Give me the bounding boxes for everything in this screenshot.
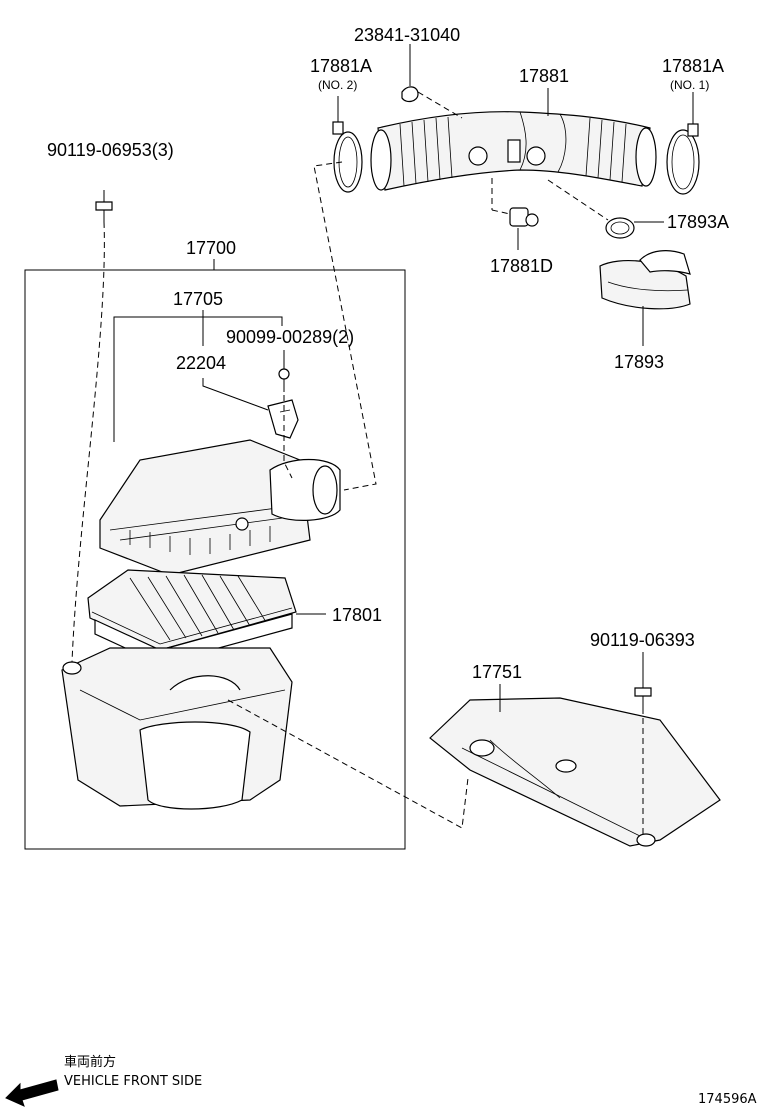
cover-17751 xyxy=(429,697,721,847)
label-17881A-no1: 17881A xyxy=(662,56,724,76)
footer-vehicle-front-side: VEHICLE FRONT SIDE xyxy=(64,1074,202,1089)
label-90119-06953: 90119-06953(3) xyxy=(47,140,174,160)
vehicle-front-arrow-icon xyxy=(5,1079,59,1107)
label-17801: 17801 xyxy=(332,605,382,625)
label-17751: 17751 xyxy=(472,662,522,682)
sensor-17881D xyxy=(491,178,539,227)
intake-hose-17881 xyxy=(370,111,657,191)
label-17881: 17881 xyxy=(519,66,569,86)
label-23841-31040: 23841-31040 xyxy=(354,25,460,45)
hose-clamp-17881A-no1 xyxy=(666,108,700,195)
assembly-box-17700 xyxy=(24,269,406,850)
label-90099-00289: 90099-00289(2) xyxy=(226,327,354,347)
duct-17893 xyxy=(599,250,691,310)
label-17881D: 17881D xyxy=(490,256,553,276)
label-22204: 22204 xyxy=(176,353,226,373)
label-17881A-no2-note: (NO. 2) xyxy=(318,78,357,92)
air-cleaner-case xyxy=(61,647,293,810)
leader-lines xyxy=(71,44,694,834)
illustration-reference-number: 174596A xyxy=(698,1092,757,1107)
hose-clamp-17881A-no2 xyxy=(332,108,363,193)
clip-23841 xyxy=(401,78,419,103)
label-17705: 17705 xyxy=(173,289,223,309)
label-17881A-no2: 17881A xyxy=(310,56,372,76)
label-17893A: 17893A xyxy=(667,212,729,232)
air-cleaner-cap-17705 xyxy=(99,439,341,576)
mass-air-flow-sensor-22204 xyxy=(267,399,299,439)
bolt-90119-06393 xyxy=(634,676,652,708)
label-90119-06393: 90119-06393 xyxy=(590,630,695,650)
label-17881A-no1-note: (NO. 1) xyxy=(670,78,709,92)
screw-90099 xyxy=(278,368,290,392)
label-17700: 17700 xyxy=(186,238,236,258)
label-17893: 17893 xyxy=(614,352,664,372)
bolt-90119-06953 xyxy=(95,190,113,222)
hose-clamp-17893A xyxy=(547,179,635,239)
footer-japanese-caption: 車両前方 xyxy=(64,1054,116,1070)
